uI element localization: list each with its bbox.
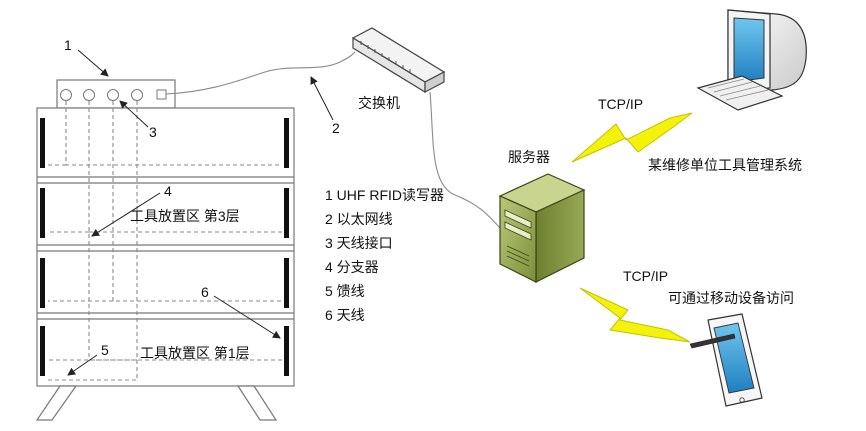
legend-item: 4 分支器 <box>325 259 379 275</box>
legend-item: 6 天线 <box>325 307 365 323</box>
antenna-bar <box>284 188 289 238</box>
wireless-link-top-icon <box>571 112 693 163</box>
antenna-bar <box>284 258 289 308</box>
cabinet-leg <box>236 385 278 421</box>
callout-arrow-1 <box>77 49 109 77</box>
callout-4: 4 <box>164 183 172 199</box>
antenna-port-icon <box>60 89 72 101</box>
callout-arrow-3 <box>119 100 149 128</box>
mobile-label: 可通过移动设备访问 <box>668 290 794 306</box>
switch-label: 交换机 <box>358 95 400 111</box>
antenna-port-icon <box>131 89 143 101</box>
desktop-label: 某维修单位工具管理系统 <box>648 157 802 173</box>
protocol-label-bottom: TCP/IP <box>623 268 668 284</box>
callout-5: 5 <box>101 342 109 358</box>
callout-3: 3 <box>149 124 157 140</box>
mobile-device-icon <box>689 313 763 407</box>
callout-arrow-6 <box>213 295 281 339</box>
antenna-bar <box>284 326 289 376</box>
shelf-label-level3: 工具放置区 第3层 <box>130 208 240 224</box>
antenna-bar <box>40 258 45 308</box>
ethernet-cable-reader-switch <box>165 51 356 95</box>
legend-item: 5 馈线 <box>325 283 365 299</box>
server-label: 服务器 <box>508 149 550 165</box>
network-switch <box>351 27 446 94</box>
ethernet-port-icon <box>156 89 167 100</box>
callout-arrow-4 <box>91 192 161 237</box>
callout-6: 6 <box>201 284 209 300</box>
antenna-bar <box>284 118 289 168</box>
callout-arrow-5 <box>67 354 98 376</box>
legend-item: 1 UHF RFID读写器 <box>325 187 444 203</box>
antenna-bar <box>40 326 45 376</box>
callout-1: 1 <box>64 37 72 53</box>
legend: 1 UHF RFID读写器 2 以太网线 3 天线接口 4 分支器 5 馈线 6… <box>325 187 444 323</box>
antennas <box>40 118 289 376</box>
antenna-bar <box>40 118 45 168</box>
server-icon <box>498 173 586 283</box>
antenna-bar <box>40 188 45 238</box>
protocol-label-top: TCP/IP <box>598 96 643 112</box>
cabinet-body <box>36 107 295 387</box>
wireless-link-bottom-icon <box>579 287 691 343</box>
antenna-port-icon <box>83 89 95 101</box>
stylus-icon <box>689 333 736 349</box>
ethernet-cable-switch-server <box>429 91 501 229</box>
callout-arrow-2 <box>310 76 334 121</box>
legend-item: 3 天线接口 <box>325 235 393 251</box>
callout-2: 2 <box>332 120 340 136</box>
cabinet-leg <box>35 385 78 421</box>
tool-cabinet: 工具放置区 第3层 工具放置区 第1层 1 3 4 5 6 <box>35 37 295 421</box>
legend-item: 2 以太网线 <box>325 211 393 227</box>
antenna-port-icon <box>107 89 119 101</box>
shelf-label-level1: 工具放置区 第1层 <box>140 345 250 361</box>
desktop-computer-icon <box>696 9 807 111</box>
